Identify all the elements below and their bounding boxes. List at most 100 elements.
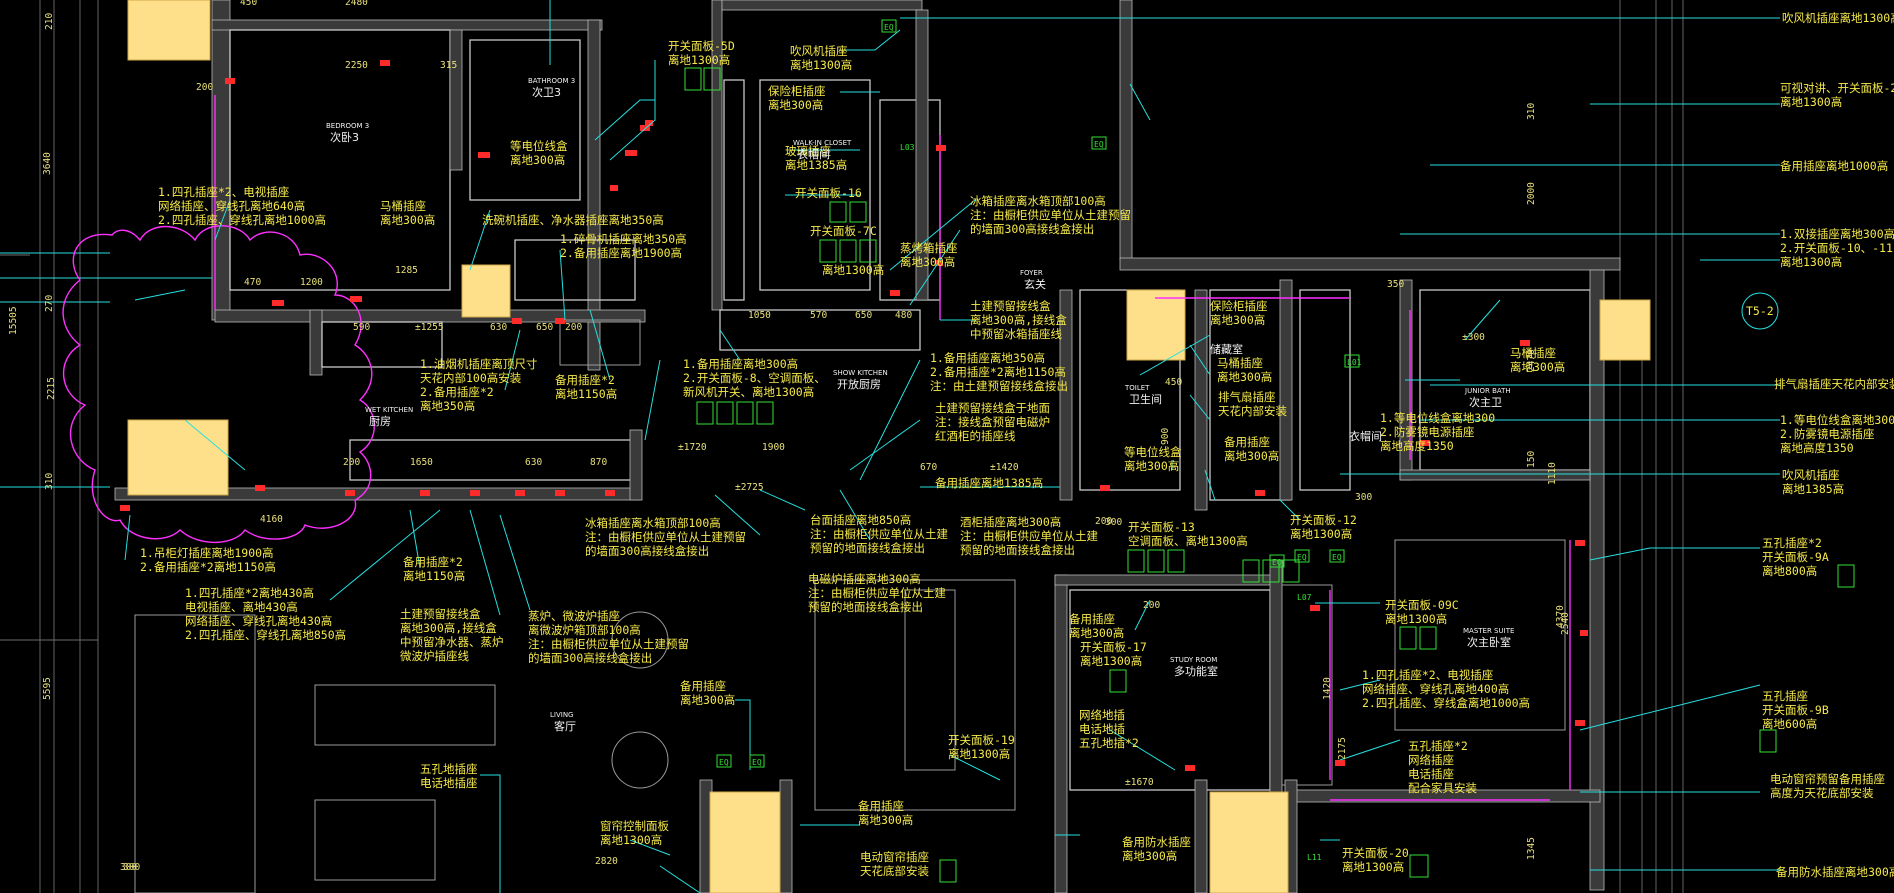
dimension-text: 310 bbox=[1526, 103, 1537, 120]
dimension-text: 1285 bbox=[395, 265, 418, 276]
room-name-zh: 厨房 bbox=[369, 415, 391, 428]
dimension-text: 570 bbox=[810, 310, 827, 321]
dimension-text: 470 bbox=[244, 277, 261, 288]
dimension-text: 2175 bbox=[1337, 737, 1348, 760]
annotation-line: 1.四孔插座*2离地430高 bbox=[185, 586, 314, 600]
annotation-line: 预留的地面接线盒接出 bbox=[810, 541, 925, 555]
dimension-text: 200 bbox=[1095, 516, 1112, 527]
dimension-text: 310 bbox=[44, 473, 55, 490]
annotation-line: 开关面板-19 bbox=[948, 733, 1015, 747]
side-label-line: 开关面板-9A bbox=[1762, 550, 1829, 564]
annotation-line: 2.四孔插座、穿线盒离地1000高 bbox=[1362, 696, 1530, 710]
dimension-text: 1650 bbox=[410, 457, 433, 468]
dimension-text: 350 bbox=[1387, 279, 1404, 290]
annotation-line: 窗帘控制面板 bbox=[600, 819, 669, 833]
revision-cloud bbox=[62, 225, 375, 544]
room-name-en: WALK-IN CLOSET bbox=[793, 139, 852, 147]
annotation-line: 蒸烤箱插座 bbox=[900, 241, 958, 255]
annotation-line: 开关面板-13 bbox=[1128, 520, 1195, 534]
eq-tag-text: EQ bbox=[752, 758, 762, 767]
annotation-line: 五孔地插座 bbox=[420, 762, 478, 776]
annotation-line: 离地350高 bbox=[420, 399, 475, 413]
side-label-line: 2.开关面板-10、-11 bbox=[1780, 241, 1893, 255]
annotation-line: 注：由土建预留接线盒接出 bbox=[930, 379, 1068, 393]
dimension-text: 2250 bbox=[345, 60, 368, 71]
room-name-en: JUNIOR BATH bbox=[1464, 387, 1511, 395]
annotation-line: 1.四孔插座*2、电视插座 bbox=[158, 185, 289, 199]
dimension-text: 450 bbox=[1165, 377, 1182, 388]
annotation-line: 土建预留接线盒于地面 bbox=[935, 401, 1050, 415]
side-label-line: 五孔插座 bbox=[1762, 689, 1808, 703]
room-name-zh: 玄关 bbox=[1024, 277, 1046, 291]
annotation-line: 离地300高,接线盒 bbox=[400, 621, 497, 635]
annotation-line: 电动窗帘插座 bbox=[860, 850, 929, 864]
annotation-line: 网络插座、穿线孔离地430高 bbox=[185, 614, 332, 628]
dimension-text: 480 bbox=[895, 310, 912, 321]
annotation-line: 离地1385高 bbox=[785, 158, 847, 172]
dimension-text: 200 bbox=[1143, 600, 1160, 611]
annotation-line: 离地1300高 bbox=[1385, 612, 1447, 626]
annotation-line: 蒸炉、微波炉插座 bbox=[528, 609, 620, 623]
annotation-line: 备用插座*2 bbox=[403, 555, 463, 569]
dimension-text: ±2725 bbox=[735, 482, 764, 493]
walls bbox=[114, 0, 1621, 893]
room-name-en: FOYER bbox=[1020, 269, 1043, 277]
room-name-en: WET KITCHEN bbox=[365, 406, 413, 414]
eq-tag-text: L03 bbox=[900, 143, 915, 152]
annotation-line: 2.备用插座*2离地1150高 bbox=[930, 365, 1066, 379]
annotation-line: 注：由橱柜供应单位从土建预留 bbox=[970, 208, 1131, 222]
room-name: 衣帽间 bbox=[1349, 429, 1382, 443]
annotation-line: 离地300高 bbox=[1217, 370, 1272, 384]
dimension-text: ±300 bbox=[1462, 332, 1485, 343]
annotation-line: 离地300高 bbox=[1124, 459, 1179, 473]
annotation-line: 备用插座 bbox=[858, 799, 904, 813]
room-name-en: BATHROOM 3 bbox=[528, 77, 575, 85]
annotation-line: 预留的地面接线盒接出 bbox=[960, 543, 1075, 557]
eq-tag-text: EQ bbox=[1332, 553, 1342, 562]
side-label-line: 五孔插座*2 bbox=[1762, 536, 1822, 550]
eq-tag-text: EQ bbox=[884, 23, 894, 32]
annotation-label: 备用插座离地300高 bbox=[1224, 435, 1279, 463]
annotation-label: 蒸炉、微波炉插座离微波炉箱顶部100高注：由橱柜供应单位从土建预留的墙面300高… bbox=[528, 609, 689, 665]
side-label-line: 离地600高 bbox=[1762, 717, 1817, 731]
dimension-text: 2540 bbox=[1560, 612, 1571, 635]
annotation-line: 离地1150高 bbox=[555, 387, 617, 401]
annotation-line: 离地300高 bbox=[1510, 360, 1565, 374]
annotation-label: 备用插座*2离地1150高 bbox=[555, 373, 617, 401]
dimension-text: 200 bbox=[343, 457, 360, 468]
annotation-line: 电磁炉插座离地300高 bbox=[808, 572, 921, 586]
dimension-text: ±1255 bbox=[415, 322, 444, 333]
annotation-line: 的墙面300高接线盒接出 bbox=[528, 651, 652, 665]
annotation-line: 离地1300高 bbox=[1290, 527, 1352, 541]
annotation-line: 离地1300高 bbox=[668, 53, 730, 67]
grid-tag: T5-2 bbox=[1746, 304, 1774, 318]
annotation-label: 吹风机插座离地1300高 bbox=[790, 44, 852, 72]
dimension-text: 1050 bbox=[748, 310, 771, 321]
annotation-line: 1.碎骨机插座离地350高 bbox=[560, 232, 687, 246]
annotation-line: 台面插座离地850高 bbox=[810, 513, 911, 527]
annotation-line: 五孔插座*2 bbox=[1408, 739, 1468, 753]
room-name-en: STUDY ROOM bbox=[1170, 656, 1217, 664]
annotation-line: 中预留冰箱插座线 bbox=[970, 327, 1062, 341]
annotation-line: 离地300高 bbox=[768, 98, 823, 112]
side-labels: 吹风机插座离地1300高可视对讲、开关面板-2离地1300高备用插座离地1000… bbox=[1762, 11, 1894, 879]
eq-tag-text: EQ bbox=[1297, 553, 1307, 562]
